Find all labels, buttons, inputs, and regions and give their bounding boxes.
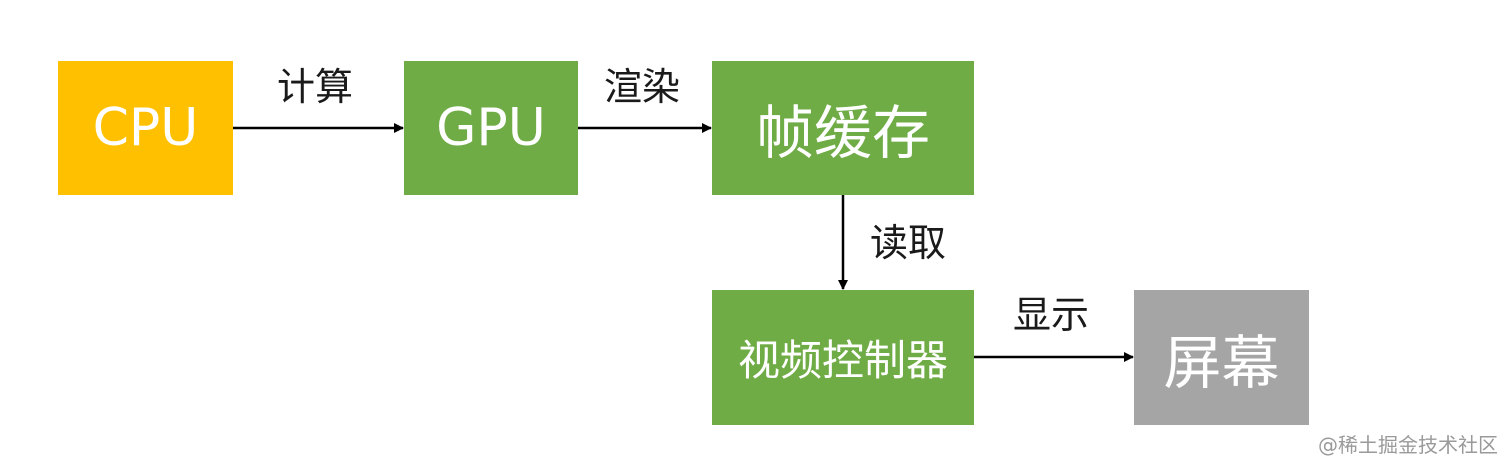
- edge-label-read: 读取: [870, 221, 947, 265]
- framebuffer-box: 帧缓存: [712, 61, 974, 195]
- screen-box: 屏幕: [1134, 290, 1309, 425]
- gpu-label: GPU: [436, 98, 546, 158]
- video-controller-box: 视频控制器: [712, 290, 974, 425]
- video-controller-label: 视频控制器: [737, 336, 948, 385]
- framebuffer-label: 帧缓存: [755, 99, 930, 167]
- edge-label-display: 显示: [1013, 293, 1090, 337]
- edge-label-render: 渲染: [604, 65, 681, 109]
- cpu-box: CPU: [58, 61, 233, 195]
- edge-label-compute: 计算: [277, 65, 354, 109]
- cpu-label: CPU: [92, 98, 199, 158]
- screen-label: 屏幕: [1163, 328, 1280, 397]
- gpu-box: GPU: [404, 61, 578, 195]
- watermark: @稀土掘金技术社区: [1318, 433, 1498, 457]
